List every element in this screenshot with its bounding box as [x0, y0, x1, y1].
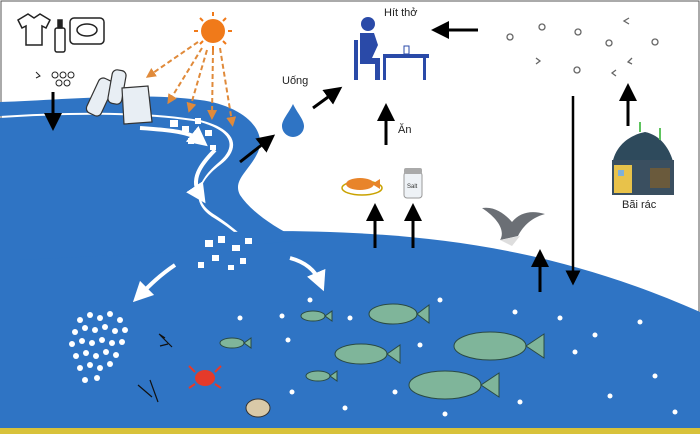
- zooplankton: [137, 333, 173, 403]
- bottom-strip: [0, 428, 700, 434]
- salt-label: Salt: [407, 184, 418, 190]
- sea-particles: [237, 297, 678, 417]
- label-eat: Ăn: [398, 123, 411, 136]
- fish-plate-icon: [341, 178, 383, 196]
- arrow-drink-to-person: [312, 86, 343, 110]
- microplastic-cluster: [69, 311, 128, 383]
- sea: [0, 231, 700, 428]
- seabird-icon: [482, 207, 545, 246]
- label-breathe: Hít thở: [384, 7, 418, 19]
- airborne-microplastics: [506, 17, 659, 77]
- clothing-icon: [17, 13, 51, 46]
- plastic-bottles-bag-icon: [85, 69, 153, 125]
- fish-large-2: [408, 370, 500, 400]
- label-drink: Uống: [282, 75, 308, 87]
- water-flow-arrows: [132, 125, 326, 303]
- arrow-river-to-drink: [239, 134, 276, 164]
- sunlight-rays: [145, 41, 237, 127]
- plastic-fragments-river: [170, 118, 252, 270]
- fish-small-1: [219, 337, 252, 349]
- water-drop-icon: [282, 104, 304, 137]
- landfill-icon: [612, 122, 674, 195]
- microbeads: [35, 71, 75, 87]
- fish-small-3: [305, 370, 338, 382]
- fish-medium-2: [334, 343, 401, 365]
- salt-shaker-icon: Salt: [403, 168, 423, 199]
- fish-small-2: [300, 310, 333, 322]
- fish-group: [219, 303, 545, 400]
- fish-large-1: [453, 331, 545, 361]
- crab-icon: [188, 365, 222, 389]
- river: [0, 96, 300, 246]
- clam-icon: [245, 398, 271, 418]
- fish-medium-1: [368, 303, 430, 325]
- person-at-table-icon: [354, 17, 429, 80]
- label-landfill: Bãi rác: [622, 199, 657, 211]
- cosmetic-bottle-icon: [54, 17, 105, 53]
- sun-icon: [194, 12, 232, 50]
